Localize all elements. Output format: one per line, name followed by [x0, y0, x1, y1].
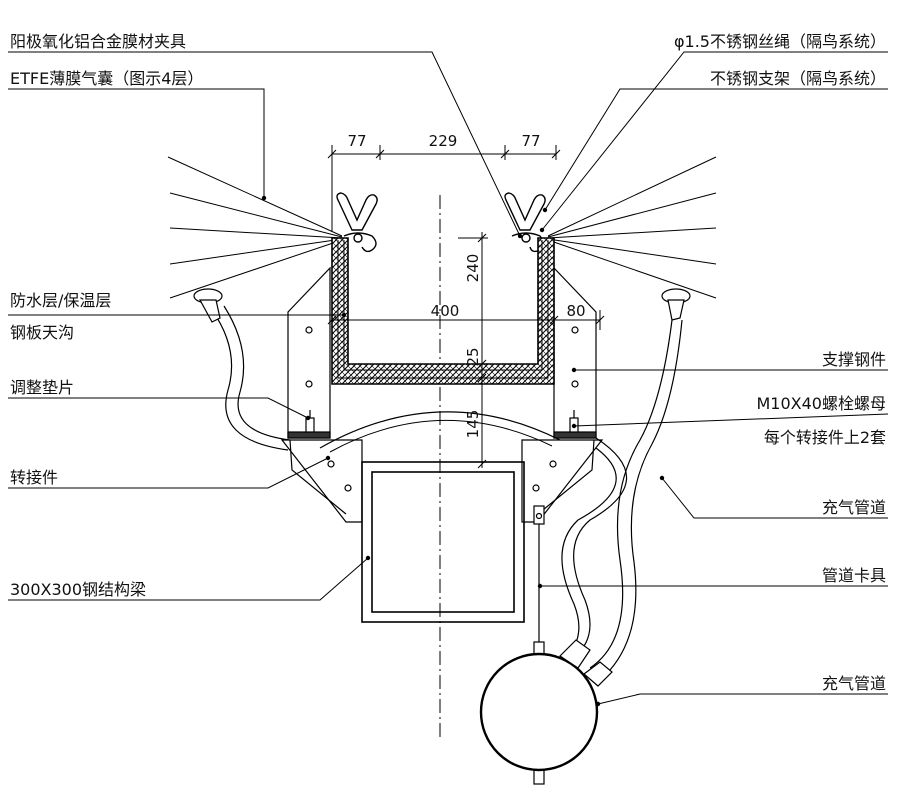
etfe-film-right	[547, 156, 717, 299]
label-etfe-cushion: ETFE薄膜气囊（图示4层）	[10, 69, 203, 88]
adapter-left	[280, 439, 363, 523]
label-adjust-shim: 调整垫片	[10, 378, 74, 397]
inflation-hose-right	[561, 288, 691, 681]
label-bolt-count: 每个转接件上2套	[764, 428, 886, 447]
bird-bracket-left	[336, 192, 378, 253]
dim-floor: 25	[464, 347, 482, 366]
dim-depth: 240	[464, 254, 482, 283]
main-inflation-duct	[479, 639, 613, 772]
label-pipe-clamp: 管道卡具	[822, 566, 886, 585]
leader-dots-left	[261, 195, 523, 561]
support-plate-left	[287, 266, 331, 439]
dim-top-right: 77	[521, 132, 540, 150]
label-wire-rope: φ1.5不锈钢丝绳（隔鸟系统）	[674, 32, 886, 51]
label-waterproof-insulation: 防水层/保温层	[10, 291, 111, 310]
dim-top-mid: 229	[429, 132, 458, 150]
label-inflation-pipe-upper: 充气管道	[822, 498, 886, 517]
label-steel-beam: 300X300钢结构梁	[10, 580, 146, 599]
arch-hose	[319, 411, 561, 449]
etfe-film-left	[167, 156, 343, 299]
label-adapter: 转接件	[10, 468, 58, 487]
dimension-lines	[327, 145, 605, 469]
leaders-left	[8, 51, 521, 601]
label-support-steel: 支撑钢件	[822, 350, 886, 369]
label-steel-gutter: 钢板天沟	[10, 323, 74, 342]
label-membrane-clamp: 阳极氧化铝合金膜材夹具	[10, 32, 186, 51]
dim-lower: 145	[464, 410, 482, 439]
inflation-hose-left	[193, 288, 291, 451]
label-inflation-pipe-lower: 充气管道	[822, 674, 886, 693]
dim-width: 400	[431, 302, 460, 320]
dim-side: 80	[566, 302, 585, 320]
label-bolt-nut: M10X40螺栓螺母	[757, 394, 887, 413]
steel-beam	[361, 461, 525, 623]
adapter-right	[521, 439, 604, 523]
steel-gutter	[331, 237, 555, 385]
leaders-right	[540, 51, 889, 705]
leader-dots-right	[537, 207, 665, 707]
dim-top-left: 77	[347, 132, 366, 150]
support-plate-right	[553, 266, 597, 439]
label-stainless-bracket: 不锈钢支架（隔鸟系统）	[710, 69, 886, 88]
